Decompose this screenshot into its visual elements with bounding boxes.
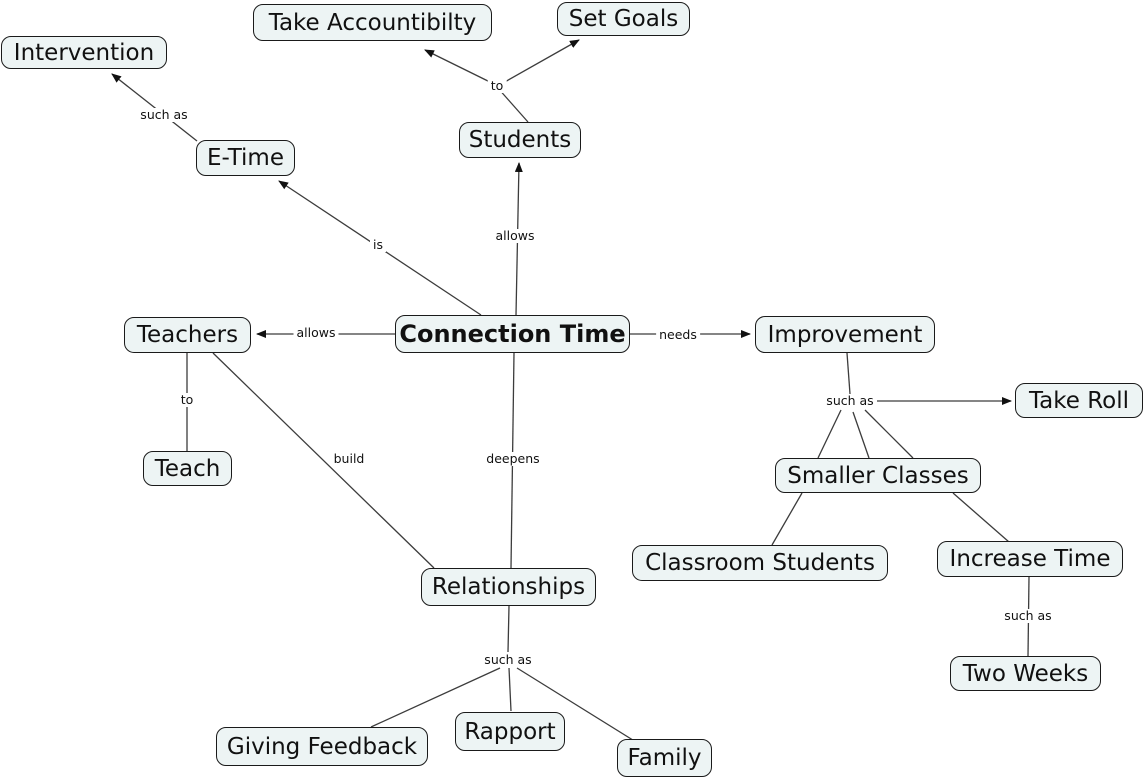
link-label-allows-teachers[interactable]: allows [293,326,339,340]
edge-suchas-smaller-classes-3 [864,409,914,459]
link-label-is[interactable]: is [370,238,386,252]
node-smaller-classes[interactable]: Smaller Classes [775,458,981,493]
node-increase-time[interactable]: Increase Time [937,541,1123,577]
node-classroom-students[interactable]: Classroom Students [632,545,888,581]
node-relationships[interactable]: Relationships [421,568,596,606]
node-teach[interactable]: Teach [143,451,232,486]
edge-to-set-goals [502,39,580,84]
node-teachers[interactable]: Teachers [124,317,251,353]
node-two-weeks[interactable]: Two Weeks [950,656,1101,691]
edge-suchas-smaller-classes-1 [817,409,842,459]
node-rapport[interactable]: Rapport [455,712,565,751]
link-label-build[interactable]: build [330,452,368,466]
link-label-such-as-improvement[interactable]: such as [823,394,877,408]
edge-smaller-increase-time [952,492,1010,543]
node-improvement[interactable]: Improvement [755,316,935,353]
node-intervention[interactable]: Intervention [1,36,167,69]
link-label-to-goals[interactable]: to [487,79,507,93]
edge-etime-intervention [111,73,198,142]
link-label-such-as-intervention[interactable]: such as [137,108,191,122]
node-giving-feedback[interactable]: Giving Feedback [216,727,428,766]
link-label-to-teach[interactable]: to [177,393,197,407]
edge-improvement-suchas [846,352,851,395]
node-set-goals[interactable]: Set Goals [557,2,690,36]
link-label-such-as-increase-time[interactable]: such as [1001,609,1055,623]
edge-suchas-smaller-classes-2 [852,411,870,459]
node-family[interactable]: Family [617,739,712,777]
node-take-accountibilty[interactable]: Take Accountibilty [253,4,492,41]
edge-relationships-suchas [507,605,510,653]
link-label-such-as-relationships[interactable]: such as [481,653,535,667]
node-e-time[interactable]: E-Time [196,140,295,176]
link-label-allows-students[interactable]: allows [492,229,538,243]
edge-suchas-family [516,667,637,743]
edge-to-take-accountibilty [424,49,495,85]
link-label-needs[interactable]: needs [656,328,700,342]
edge-teachers-relationships [212,352,435,569]
node-students[interactable]: Students [459,122,581,158]
node-connection-time[interactable]: Connection Time [395,315,630,353]
link-label-deepens[interactable]: deepens [483,452,543,466]
edge-suchas-giving-feedback [370,667,501,728]
edge-suchas-rapport [508,667,512,712]
node-take-roll[interactable]: Take Roll [1015,383,1143,418]
edge-smaller-classroom-students [771,492,803,546]
